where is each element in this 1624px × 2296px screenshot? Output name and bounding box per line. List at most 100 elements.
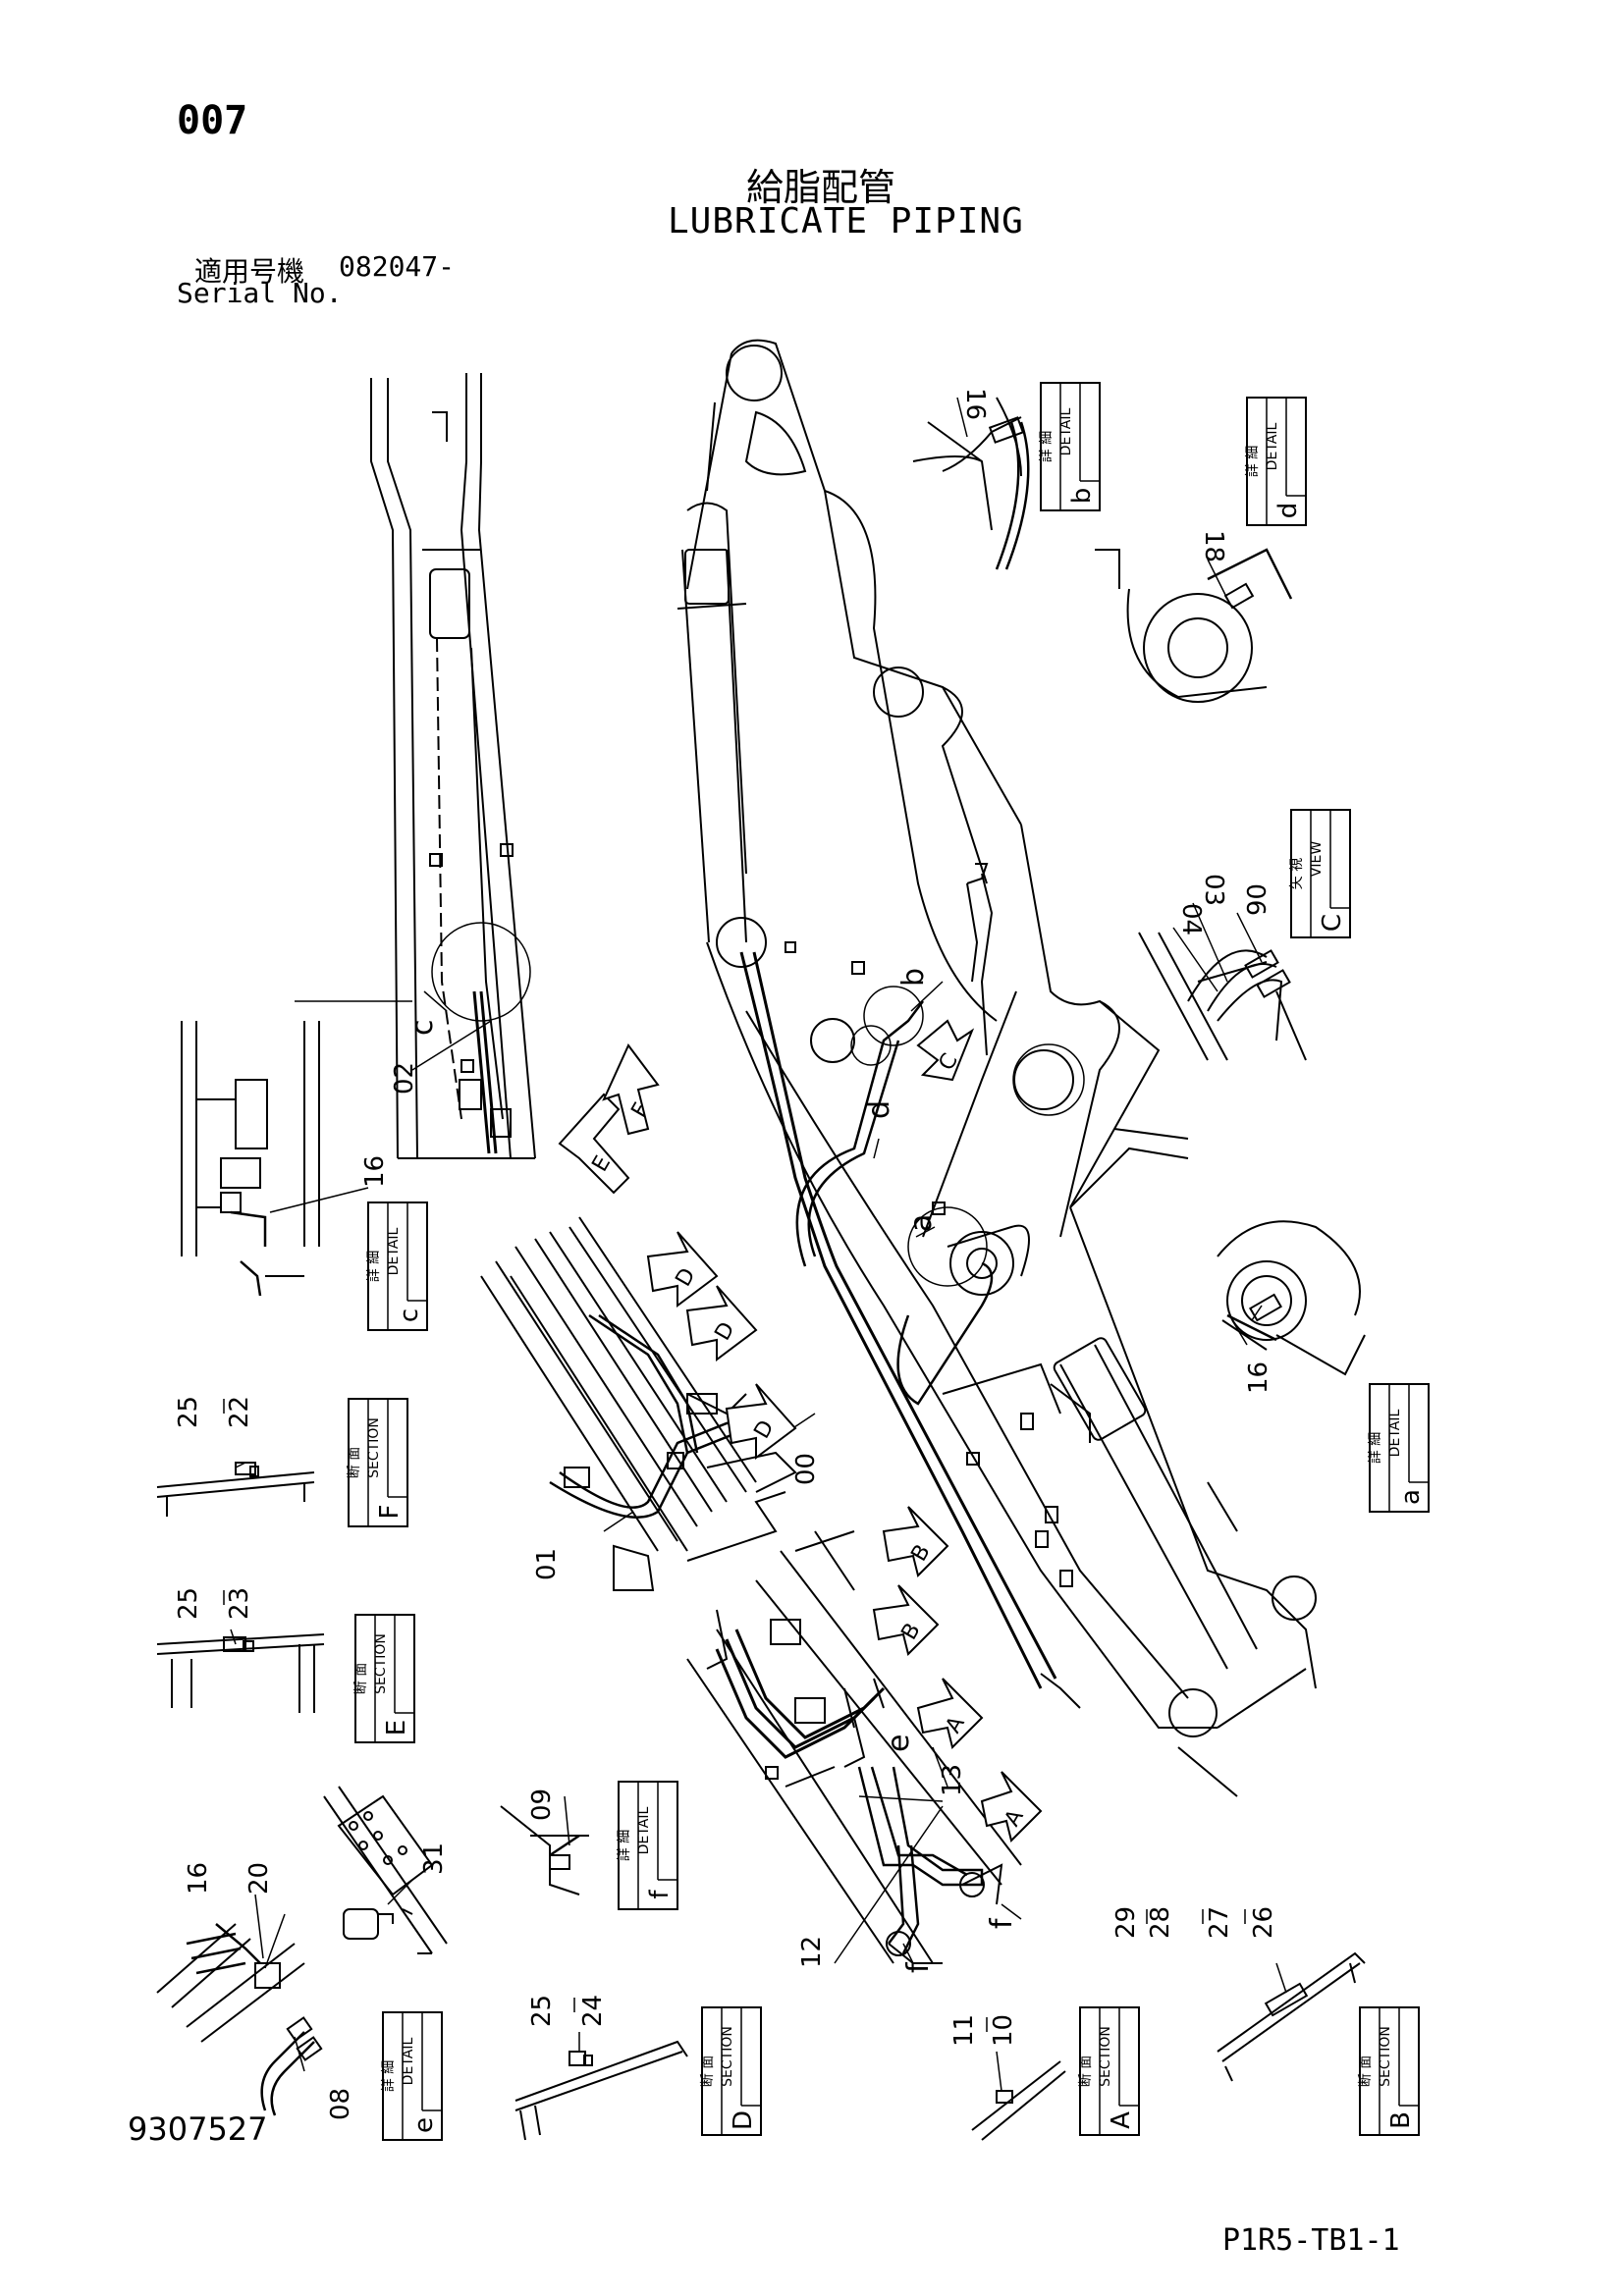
svg-text:矢 視: 矢 視: [1289, 858, 1305, 889]
arrow-view-d3: [725, 1383, 797, 1460]
callout-25-section-e: 25: [174, 1587, 203, 1620]
callout-13: 13: [938, 1764, 967, 1796]
detail-e-drawing: [156, 1923, 323, 2116]
svg-text:SECTION: SECTION: [373, 1633, 389, 1694]
callout-00: 00: [788, 1453, 818, 1485]
svg-text:断 面: 断 面: [1358, 2056, 1374, 2087]
svg-text:c: c: [395, 1308, 424, 1322]
detail-box-d: 詳 細 DETAIL d: [1245, 397, 1307, 526]
svg-text:VIEW: VIEW: [1309, 841, 1325, 878]
svg-text:SECTION: SECTION: [720, 2026, 735, 2087]
callout-16-detail-b: 16: [960, 388, 990, 420]
title-japanese: 給脂配管: [746, 166, 896, 209]
svg-text:詳 細: 詳 細: [366, 1251, 382, 1282]
letter-a: a: [904, 1214, 939, 1232]
svg-text:DETAIL: DETAIL: [1265, 423, 1280, 471]
callout-10: 10: [989, 2014, 1018, 2047]
boom-main-view: [677, 339, 1317, 1797]
section-box-f: 断 面 SECTION F: [347, 1398, 408, 1527]
svg-text:DETAIL: DETAIL: [636, 1807, 652, 1855]
svg-text:D: D: [729, 2110, 758, 2130]
view-arrows: [558, 1019, 1043, 1842]
section-f-drawing: [156, 1462, 315, 1517]
svg-text:詳 細: 詳 細: [1245, 446, 1261, 477]
svg-text:断 面: 断 面: [700, 2056, 716, 2087]
arrow-view-c: [916, 1019, 975, 1082]
callout-25-section-f: 25: [174, 1396, 203, 1428]
callout-06: 06: [1240, 883, 1270, 916]
svg-text:DETAIL: DETAIL: [401, 2038, 416, 2086]
view-letters: b d a c e f f: [406, 968, 1019, 1973]
svg-text:a: a: [1396, 1489, 1426, 1505]
detail-box-e: 詳 細 DETAIL e: [381, 2011, 443, 2141]
svg-text:b: b: [1067, 488, 1097, 505]
svg-text:SECTION: SECTION: [366, 1417, 382, 1478]
callout-16-detail-a: 16: [1244, 1362, 1273, 1394]
arrow-view-f: [602, 1043, 660, 1136]
svg-text:断 面: 断 面: [1078, 2056, 1094, 2087]
svg-text:f: f: [645, 1890, 675, 1899]
detail-box-f: 詳 細 DETAIL f: [617, 1781, 678, 1910]
svg-text:DETAIL: DETAIL: [1058, 408, 1074, 456]
svg-text:断 面: 断 面: [347, 1447, 362, 1478]
callout-26: 26: [1249, 1906, 1278, 1939]
section-box-b: 断 面 SECTION B: [1358, 2006, 1420, 2136]
svg-text:SECTION: SECTION: [1378, 2026, 1393, 2087]
letter-d: d: [862, 1100, 896, 1119]
page-code: P1R5-TB1-1: [1222, 2223, 1400, 2258]
letter-b: b: [896, 968, 931, 987]
section-e-drawing: [156, 1633, 325, 1713]
svg-text:SECTION: SECTION: [1098, 2026, 1113, 2087]
svg-text:詳 細: 詳 細: [381, 2060, 397, 2092]
section-d-drawing: [514, 2040, 688, 2141]
arrow-view-b2: [872, 1584, 940, 1656]
title-english: LUBRICATE PIPING: [668, 201, 1024, 241]
callout-20: 20: [244, 1862, 274, 1895]
drawing-number: 9307527: [128, 2110, 268, 2148]
page-number: 007: [177, 98, 248, 143]
callout-08: 08: [326, 2088, 355, 2120]
arrow-view-e: [558, 1093, 630, 1195]
callout-25-section-d: 25: [527, 1995, 557, 2027]
svg-text:F: F: [375, 1505, 405, 1520]
callout-27: 27: [1205, 1906, 1234, 1939]
arm-end-view: [686, 1530, 1022, 1964]
part-callouts: 16 18 04 03 06 16 16 02 00 01 25 22 25 2…: [174, 388, 1278, 2120]
section-a-drawing: [971, 2060, 1066, 2141]
letter-f-2: f: [901, 1961, 936, 1973]
callout-03: 03: [1199, 874, 1228, 906]
svg-text:詳 細: 詳 細: [1368, 1432, 1383, 1464]
section-b-drawing: [1217, 1951, 1366, 2082]
letter-e: e: [882, 1735, 916, 1752]
detail-box-c: 詳 細 DETAIL c: [366, 1201, 428, 1331]
callout-16-detail-e: 16: [184, 1862, 213, 1895]
svg-text:DETAIL: DETAIL: [1387, 1410, 1403, 1458]
callout-29: 29: [1111, 1906, 1141, 1939]
letter-c: c: [406, 1020, 440, 1037]
svg-text:断 面: 断 面: [353, 1663, 369, 1694]
svg-text:詳 細: 詳 細: [1039, 431, 1055, 462]
callout-09: 09: [527, 1789, 557, 1821]
arrow-view-d1: [646, 1231, 719, 1308]
callout-01: 01: [532, 1548, 562, 1580]
callout-02: 02: [390, 1062, 419, 1095]
svg-text:B: B: [1386, 2111, 1416, 2129]
detail-b-drawing: [912, 397, 1030, 570]
detail-f-drawing: [500, 1805, 589, 1896]
callout-22: 22: [225, 1396, 254, 1428]
arm-left-view: [295, 373, 536, 1159]
serial-number-value: 082047-: [339, 250, 456, 283]
serial-label-english: Serial No.: [177, 277, 343, 309]
callout-28: 28: [1146, 1906, 1175, 1939]
arrow-view-d2: [685, 1285, 758, 1362]
detail-box-a: 詳 細 DETAIL a: [1368, 1383, 1430, 1513]
arrow-view-a1: [916, 1678, 984, 1749]
svg-text:詳 細: 詳 細: [617, 1830, 632, 1861]
detail-box-b: 詳 細 DETAIL b: [1039, 382, 1101, 511]
detail-d-drawing: [1095, 548, 1293, 703]
arrow-view-a2: [980, 1771, 1043, 1842]
callout-23: 23: [225, 1587, 254, 1620]
detail-a-drawing: [1217, 1220, 1366, 1376]
callout-11: 11: [949, 2014, 979, 2047]
